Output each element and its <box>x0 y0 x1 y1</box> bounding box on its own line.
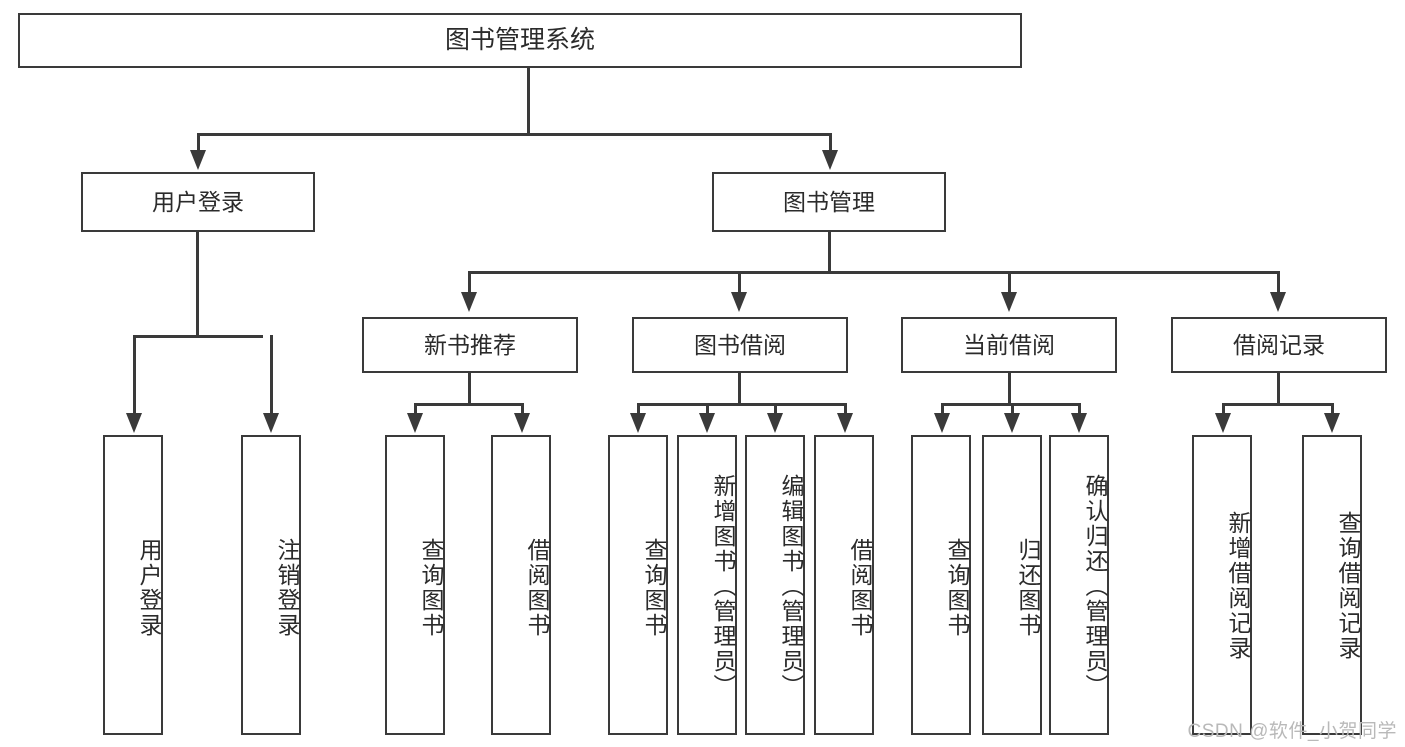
arrowhead-currentborrow-3 <box>1071 413 1087 433</box>
leaf-logout-label: 注销登录 <box>274 538 300 638</box>
arrowhead-bookborrow-3 <box>767 413 783 433</box>
node-current-borrow[interactable]: 当前借阅 <box>901 317 1117 373</box>
connector-currentborrow-stem <box>1008 373 1011 405</box>
connector-bookmgmt-bus <box>468 271 1280 274</box>
leaf-borrowrecord-add-record[interactable]: 新增借阅记录 <box>1192 435 1252 735</box>
connector-bookmgmt-drop-2 <box>738 271 741 295</box>
connector-root-drop-2 <box>829 133 832 155</box>
arrowhead-borrowrecord-2 <box>1324 413 1340 433</box>
connector-bookborrow-bus <box>637 403 847 406</box>
connector-newbook-drop-2 <box>521 403 524 417</box>
connector-userlogin-drop-1 <box>133 335 136 417</box>
connector-bookmgmt-drop-4 <box>1277 271 1280 295</box>
node-book-borrow-label: 图书借阅 <box>694 331 786 358</box>
leaf-currentborrow-return-book-label: 归还图书 <box>1015 538 1041 638</box>
arrowhead-currentborrow-1 <box>934 413 950 433</box>
csdn-watermark: CSDN @软件_小贺同学 <box>1187 721 1397 742</box>
arrowhead-bookmgmt-2 <box>731 292 747 312</box>
node-root-label: 图书管理系统 <box>444 26 595 55</box>
leaf-currentborrow-confirm-return-label: 确认归还（管理员） <box>1082 473 1108 699</box>
arrowhead-newbook-2 <box>514 413 530 433</box>
arrowhead-bookmgmt-4 <box>1270 292 1286 312</box>
node-borrow-record[interactable]: 借阅记录 <box>1171 317 1387 373</box>
connector-currentborrow-drop-2 <box>1011 403 1014 417</box>
node-user-login[interactable]: 用户登录 <box>81 172 315 232</box>
connector-bookmgmt-drop-1 <box>468 271 471 295</box>
node-book-management-label: 图书管理 <box>783 188 875 215</box>
leaf-currentborrow-confirm-return[interactable]: 确认归还（管理员） <box>1049 435 1109 735</box>
leaf-newbook-query-book-label: 查询图书 <box>418 538 444 638</box>
leaf-newbook-borrow-book[interactable]: 借阅图书 <box>491 435 551 735</box>
arrowhead-bookmgmt-1 <box>461 292 477 312</box>
node-new-book-recommend[interactable]: 新书推荐 <box>362 317 578 373</box>
leaf-bookborrow-query-book-label: 查询图书 <box>641 538 667 638</box>
arrowhead-bookborrow-2 <box>699 413 715 433</box>
node-new-book-recommend-label: 新书推荐 <box>424 331 516 358</box>
connector-bookborrow-stem <box>738 373 741 405</box>
leaf-bookborrow-add-book-label: 新增图书（管理员） <box>710 473 736 699</box>
connector-bookborrow-drop-2 <box>706 403 709 417</box>
connector-borrowrecord-stem <box>1277 373 1280 405</box>
arrowhead-root-2 <box>822 150 838 170</box>
node-book-borrow[interactable]: 图书借阅 <box>632 317 848 373</box>
leaf-bookborrow-edit-book[interactable]: 编辑图书（管理员） <box>745 435 805 735</box>
connector-userlogin-drop-2 <box>270 335 273 417</box>
connector-root-bus <box>197 133 831 136</box>
leaf-user-login[interactable]: 用户登录 <box>103 435 163 735</box>
connector-newbook-stem <box>468 373 471 405</box>
leaf-newbook-borrow-book-label: 借阅图书 <box>524 538 550 638</box>
leaf-bookborrow-add-book[interactable]: 新增图书（管理员） <box>677 435 737 735</box>
leaf-newbook-query-book[interactable]: 查询图书 <box>385 435 445 735</box>
leaf-borrowrecord-query-record-label: 查询借阅记录 <box>1335 511 1361 661</box>
arrowhead-userlogin-2 <box>263 413 279 433</box>
leaf-bookborrow-borrow-book[interactable]: 借阅图书 <box>814 435 874 735</box>
leaf-user-login-label: 用户登录 <box>136 538 162 638</box>
connector-bookborrow-drop-1 <box>637 403 640 417</box>
arrowhead-currentborrow-2 <box>1004 413 1020 433</box>
arrowhead-borrowrecord-1 <box>1215 413 1231 433</box>
connector-currentborrow-drop-1 <box>941 403 944 417</box>
connector-root-drop-1 <box>197 133 200 155</box>
leaf-bookborrow-query-book[interactable]: 查询图书 <box>608 435 668 735</box>
connector-bookborrow-drop-4 <box>844 403 847 417</box>
connector-bookmgmt-stem <box>828 232 831 273</box>
leaf-logout[interactable]: 注销登录 <box>241 435 301 735</box>
node-root[interactable]: 图书管理系统 <box>18 13 1022 68</box>
connector-root-stem <box>527 68 530 133</box>
node-user-login-label: 用户登录 <box>152 188 244 215</box>
connector-newbook-drop-1 <box>414 403 417 417</box>
arrowhead-bookmgmt-3 <box>1001 292 1017 312</box>
arrowhead-root-1 <box>190 150 206 170</box>
connector-currentborrow-drop-3 <box>1078 403 1081 417</box>
leaf-currentborrow-query-book-label: 查询图书 <box>944 538 970 638</box>
leaf-borrowrecord-add-record-label: 新增借阅记录 <box>1225 511 1251 661</box>
connector-bookborrow-drop-3 <box>774 403 777 417</box>
connector-borrowrecord-bus <box>1222 403 1334 406</box>
arrowhead-bookborrow-4 <box>837 413 853 433</box>
leaf-bookborrow-edit-book-label: 编辑图书（管理员） <box>778 473 804 699</box>
connector-bookmgmt-drop-3 <box>1008 271 1011 295</box>
connector-userlogin-stem <box>196 232 199 335</box>
leaf-borrowrecord-query-record[interactable]: 查询借阅记录 <box>1302 435 1362 735</box>
node-book-management[interactable]: 图书管理 <box>712 172 946 232</box>
arrowhead-newbook-1 <box>407 413 423 433</box>
arrowhead-bookborrow-1 <box>630 413 646 433</box>
arrowhead-userlogin-1 <box>126 413 142 433</box>
node-current-borrow-label: 当前借阅 <box>963 331 1055 358</box>
leaf-bookborrow-borrow-book-label: 借阅图书 <box>847 538 873 638</box>
connector-newbook-bus <box>414 403 524 406</box>
leaf-currentborrow-return-book[interactable]: 归还图书 <box>982 435 1042 735</box>
node-borrow-record-label: 借阅记录 <box>1233 331 1325 358</box>
leaf-currentborrow-query-book[interactable]: 查询图书 <box>911 435 971 735</box>
connector-userlogin-bus <box>133 335 263 338</box>
connector-borrowrecord-drop-2 <box>1331 403 1334 417</box>
connector-borrowrecord-drop-1 <box>1222 403 1225 417</box>
